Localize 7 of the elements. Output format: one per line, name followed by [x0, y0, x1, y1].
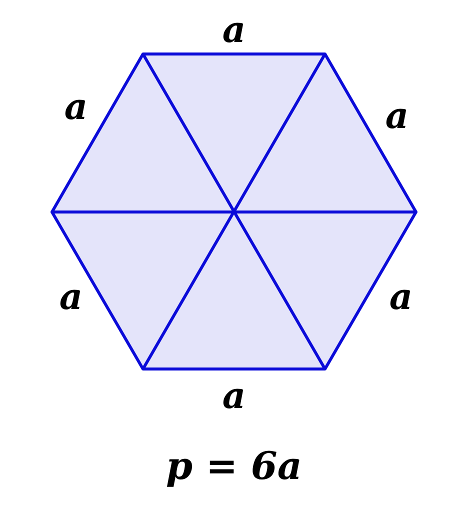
side-label: a [389, 279, 413, 315]
side-label: a [385, 98, 409, 134]
side-label: a [222, 12, 246, 48]
side-label: a [59, 279, 83, 315]
perimeter-formula: p = 6a [166, 447, 302, 485]
side-label: a [64, 89, 88, 125]
side-label: a [222, 378, 246, 414]
